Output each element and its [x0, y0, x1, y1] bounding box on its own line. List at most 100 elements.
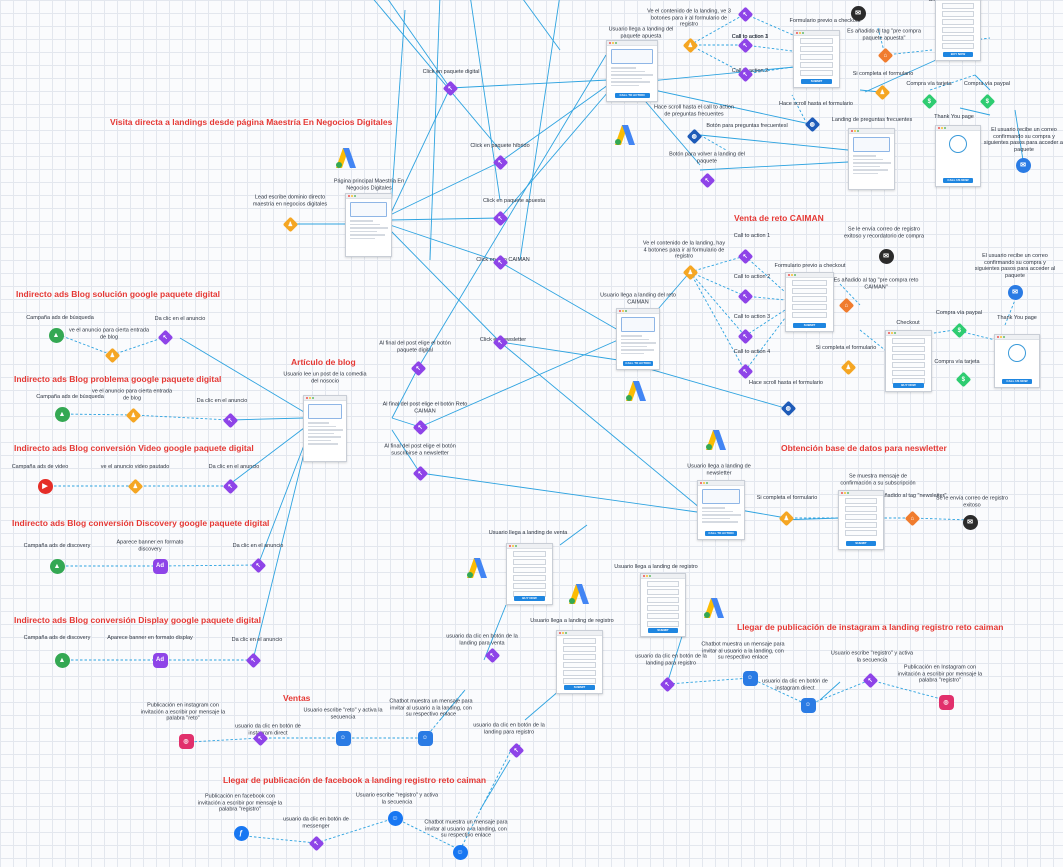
goal-icon[interactable]: ♟ [840, 359, 856, 375]
send-mail-icon[interactable]: ✉ [878, 248, 894, 264]
landing-page-form[interactable]: BUY NOW [506, 543, 553, 605]
cta-button[interactable]: SUBMIT [800, 79, 833, 84]
cta-button[interactable]: SUBMIT [563, 685, 596, 690]
landing-page-landing[interactable] [345, 193, 392, 257]
email-icon[interactable]: ✉ [1015, 157, 1031, 173]
messenger-bot-icon[interactable]: ☺ [452, 844, 468, 860]
tag-icon[interactable]: ⌂ [838, 297, 854, 313]
cta-button[interactable]: CALL TO ACTION [614, 93, 650, 98]
landing-page-check[interactable]: CALL US NOW [994, 334, 1040, 388]
click-icon[interactable]: ↖ [659, 676, 675, 692]
landing-page-form[interactable]: SUBMIT [785, 272, 834, 332]
send-mail-icon[interactable]: ✉ [850, 5, 866, 21]
chatbot-icon[interactable]: ☺ [800, 697, 816, 713]
click-icon[interactable]: ↖ [252, 730, 268, 746]
goal-icon[interactable]: ♟ [104, 347, 120, 363]
click-icon[interactable]: ↖ [699, 172, 715, 188]
purchase-icon[interactable]: $ [921, 93, 937, 109]
cta-button[interactable]: CALL TO ACTION [623, 361, 653, 366]
click-icon[interactable]: ↖ [222, 478, 238, 494]
messenger-bot-icon[interactable]: ☺ [387, 810, 403, 826]
cta-button[interactable]: SUBMIT [845, 541, 877, 546]
click-icon[interactable]: ↖ [737, 66, 753, 82]
click-icon[interactable]: ↖ [508, 742, 524, 758]
landing-page-form[interactable]: SUBMIT [793, 30, 840, 88]
purchase-icon[interactable]: $ [979, 93, 995, 109]
click-icon[interactable]: ↖ [245, 652, 261, 668]
purchase-icon[interactable]: $ [955, 371, 971, 387]
click-icon[interactable]: ↖ [484, 647, 500, 663]
scroll-icon[interactable]: ◍ [804, 116, 820, 132]
cta-button[interactable]: BUY NOW [942, 52, 974, 57]
click-icon[interactable]: ↖ [737, 363, 753, 379]
landing-page-landing[interactable]: CALL TO ACTION [606, 40, 658, 102]
click-icon[interactable]: ↖ [737, 6, 753, 22]
click-icon[interactable]: ↖ [492, 254, 508, 270]
click-icon[interactable]: ↖ [492, 334, 508, 350]
scroll-icon[interactable]: ◍ [686, 128, 702, 144]
landing-page-form[interactable]: SUBMIT [556, 630, 603, 694]
click-icon[interactable]: ↖ [410, 360, 426, 376]
goal-icon[interactable]: ♟ [125, 407, 141, 423]
click-icon[interactable]: ↖ [737, 37, 753, 53]
google-ads-icon[interactable]: ▲ [48, 327, 64, 343]
google-ads-icon[interactable]: ▲ [54, 406, 70, 422]
goal-icon[interactable]: ♟ [127, 478, 143, 494]
flow-label: Si completa el formulario [756, 494, 818, 501]
click-icon[interactable]: ↖ [737, 248, 753, 264]
cta-button[interactable]: SUBMIT [647, 628, 679, 633]
click-icon[interactable]: ↖ [308, 835, 324, 851]
landing-page-form[interactable]: BUY NOW [885, 330, 932, 392]
landing-page-blog[interactable] [303, 395, 347, 462]
youtube-icon[interactable]: ▶ [37, 478, 53, 494]
click-icon[interactable]: ↖ [492, 210, 508, 226]
goal-icon[interactable]: ♟ [874, 84, 890, 100]
goal-icon[interactable]: ♟ [282, 216, 298, 232]
landing-page-form[interactable]: SUBMIT [640, 573, 686, 637]
click-icon[interactable]: ↖ [222, 412, 238, 428]
purchase-icon[interactable]: $ [951, 322, 967, 338]
scroll-icon[interactable]: ◍ [780, 400, 796, 416]
tag-icon[interactable]: ⌂ [877, 47, 893, 63]
cta-button[interactable]: BUY NOW [513, 596, 546, 601]
click-icon[interactable]: ↖ [862, 672, 878, 688]
goal-icon[interactable]: ♟ [778, 510, 794, 526]
ad-banner-icon[interactable]: Ad [152, 652, 168, 668]
cta-button[interactable]: BUY NOW [892, 383, 925, 388]
cta-button[interactable]: CALL US NOW [942, 178, 974, 183]
landing-page-form[interactable]: BUY NOW [935, 0, 981, 61]
click-icon[interactable]: ↖ [412, 419, 428, 435]
ad-banner-icon[interactable]: Ad [152, 558, 168, 574]
goal-icon[interactable]: ♟ [682, 264, 698, 280]
click-icon[interactable]: ↖ [157, 329, 173, 345]
click-icon[interactable]: ↖ [737, 288, 753, 304]
click-icon[interactable]: ↖ [412, 465, 428, 481]
email-icon[interactable]: ✉ [1007, 284, 1023, 300]
click-icon[interactable]: ↖ [442, 80, 458, 96]
landing-page-check[interactable]: CALL US NOW [935, 125, 981, 187]
flow-label: Da clic en el anuncio [208, 463, 260, 470]
goal-icon[interactable]: ♟ [682, 37, 698, 53]
tag-icon[interactable]: ⌂ [904, 510, 920, 526]
chatbot-icon[interactable]: ☺ [335, 730, 351, 746]
send-mail-icon[interactable]: ✉ [962, 514, 978, 530]
messenger-icon[interactable]: ƒ [233, 825, 249, 841]
click-icon[interactable]: ↖ [737, 328, 753, 344]
chatbot-icon[interactable]: ☺ [742, 670, 758, 686]
landing-page-landing[interactable]: CALL TO ACTION [616, 308, 660, 370]
google-ads-icon[interactable]: ▲ [49, 558, 65, 574]
click-icon[interactable]: ↖ [492, 154, 508, 170]
cta-button[interactable]: CALL US NOW [1001, 379, 1033, 384]
chatbot-icon[interactable]: ☺ [417, 730, 433, 746]
landing-page-form[interactable]: SUBMIT [838, 490, 884, 550]
flow-label: Botón para preguntas frecuentesl [706, 122, 788, 129]
flow-label: Campaña ads de discovery [23, 634, 91, 641]
instagram-icon[interactable]: ◎ [938, 694, 954, 710]
click-icon[interactable]: ↖ [250, 557, 266, 573]
cta-button[interactable]: CALL TO ACTION [704, 531, 738, 536]
instagram-icon[interactable]: ◎ [178, 733, 194, 749]
landing-page-faq[interactable] [848, 128, 895, 190]
cta-button[interactable]: SUBMIT [793, 323, 826, 328]
google-ads-icon[interactable]: ▲ [54, 652, 70, 668]
landing-page-landing[interactable]: CALL TO ACTION [697, 480, 745, 540]
